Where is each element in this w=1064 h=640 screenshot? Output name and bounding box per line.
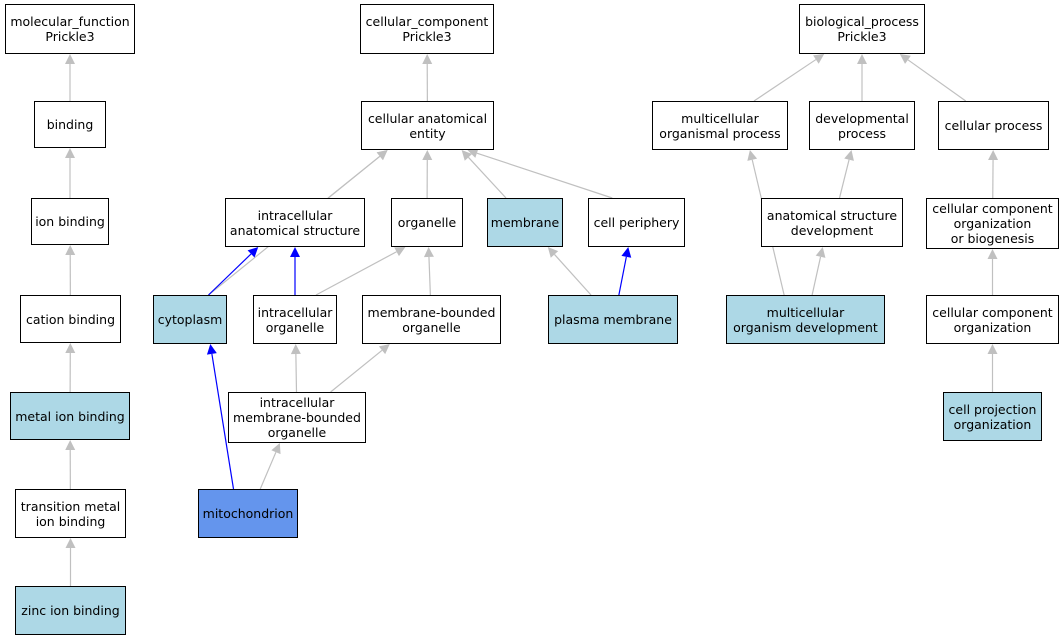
node-cell-projection-organization[interactable]: cell projection organization xyxy=(943,392,1042,441)
arrowhead-anat_structure_dev-to-developmental xyxy=(844,150,854,161)
arrowhead-ion_binding-to-binding xyxy=(65,148,75,158)
node-transition-metal-ion-binding[interactable]: transition metal ion binding xyxy=(15,489,126,538)
edge-intracell_mb_organelle-to-membrane_bounded xyxy=(330,349,383,393)
arrowhead-multicell_organismal-to-bp_root xyxy=(813,54,825,64)
arrowhead-cellular_process-to-bp_root xyxy=(899,54,911,64)
edge-mitochondrion-to-cytoplasm xyxy=(211,353,235,490)
node-cellular-process[interactable]: cellular process xyxy=(938,101,1049,150)
arrowhead-cation_binding-to-ion_binding xyxy=(65,245,76,256)
arrowhead-cytoplasm-to-intracell_anat xyxy=(247,247,259,258)
arrowhead-membrane-to-cell_anat_entity xyxy=(461,150,473,161)
edge-multicell_organismal-to-bp_root xyxy=(753,59,817,102)
node-cation-binding[interactable]: cation binding xyxy=(20,295,121,343)
node-intracellular-anatomical-structure[interactable]: intracellular anatomical structure xyxy=(225,198,365,247)
arrowhead-cell_anat_entity-to-cc_root xyxy=(422,54,433,65)
node-plasma-membrane[interactable]: plasma membrane xyxy=(548,295,678,344)
arrowhead-mitochondrion-to-cytoplasm xyxy=(206,344,217,355)
node-multicellular-organism-development[interactable]: multicellular organism development xyxy=(726,295,885,344)
edge-cytoplasm-to-intracell_anat xyxy=(208,253,252,296)
arrowhead-organelle-to-cell_anat_entity xyxy=(422,150,433,161)
arrowhead-multicell_organism_dev-to-multicell_organismal xyxy=(747,150,758,161)
arrowhead-cc_org_biogenesis-to-cellular_process xyxy=(988,150,999,161)
node-intracellular-organelle[interactable]: intracellular organelle xyxy=(253,295,337,344)
arrowhead-cc_organization-to-cc_org_biogenesis xyxy=(987,249,998,259)
arrowhead-intracell_organelle-to-intracell_anat xyxy=(290,247,300,257)
node-cell-periphery[interactable]: cell periphery xyxy=(588,198,685,247)
node-cellular-component-root[interactable]: cellular_component Prickle3 xyxy=(360,4,494,54)
arrowhead-intracell_mb_organelle-to-membrane_bounded xyxy=(378,344,390,355)
edge-intracell_anat-to-cell_anat_entity xyxy=(327,155,381,199)
node-anatomical-structure-development[interactable]: anatomical structure development xyxy=(761,198,903,247)
node-cellular-component-organization-or-biogenesis[interactable]: cellular component organization or bioge… xyxy=(926,198,1059,249)
node-organelle[interactable]: organelle xyxy=(391,198,463,247)
edge-plasma_membrane-to-cell_periphery xyxy=(618,256,627,296)
edge-intracell_organelle-to-organelle xyxy=(315,251,397,296)
node-membrane-bounded-organelle[interactable]: membrane-bounded organelle xyxy=(362,295,501,344)
edge-mitochondrion-to-intracell_mb_organelle xyxy=(259,451,277,490)
node-developmental-process[interactable]: developmental process xyxy=(809,101,915,150)
arrowhead-cell_projection_org-to-cc_organization xyxy=(987,344,998,354)
node-cellular-component-organization[interactable]: cellular component organization xyxy=(926,295,1059,344)
arrowhead-mitochondrion-to-intracell_mb_organelle xyxy=(271,443,281,455)
node-ion-binding[interactable]: ion binding xyxy=(31,198,109,245)
node-biological-process-root[interactable]: biological_process Prickle3 xyxy=(799,4,925,54)
arrowhead-binding-to-mf_root xyxy=(65,54,75,64)
node-multicellular-organismal-process[interactable]: multicellular organismal process xyxy=(652,101,788,150)
arrowhead-multicell_organism_dev-to-anat_structure_dev xyxy=(815,247,826,258)
arrowhead-metal_ion_binding-to-cation_binding xyxy=(65,343,76,354)
node-cytoplasm[interactable]: cytoplasm xyxy=(153,295,227,344)
edge-cell_periphery-to-cell_anat_entity xyxy=(476,152,613,199)
arrowhead-plasma_membrane-to-cell_periphery xyxy=(621,247,632,258)
edge-membrane_bounded-to-organelle xyxy=(428,256,431,296)
node-metal-ion-binding[interactable]: metal ion binding xyxy=(10,392,130,440)
edge-membrane-to-cell_anat_entity xyxy=(467,156,507,199)
arrowhead-intracell_mb_organelle-to-intracell_organelle xyxy=(290,344,301,355)
arrowhead-cell_periphery-to-cell_anat_entity xyxy=(467,148,479,158)
node-membrane[interactable]: membrane xyxy=(487,198,563,247)
arrowhead-intracell_organelle-to-organelle xyxy=(394,247,406,257)
edge-cellular_process-to-bp_root xyxy=(907,59,967,102)
node-zinc-ion-binding[interactable]: zinc ion binding xyxy=(15,586,126,635)
node-binding[interactable]: binding xyxy=(34,101,106,148)
arrowhead-zinc_ion_binding-to-transition_metal xyxy=(65,538,76,548)
arrowhead-intracell_anat-to-cell_anat_entity xyxy=(376,150,388,161)
node-mitochondrion[interactable]: mitochondrion xyxy=(198,489,298,538)
node-intracellular-membrane-bounded-organelle[interactable]: intracellular membrane-bounded organelle xyxy=(228,392,366,443)
arrowhead-transition_metal-to-metal_ion_binding xyxy=(65,440,76,451)
arrowhead-developmental-to-bp_root xyxy=(857,54,867,64)
node-cellular-anatomical-entity[interactable]: cellular anatomical entity xyxy=(361,101,494,150)
edge-multicell_organism_dev-to-anat_structure_dev xyxy=(811,256,822,296)
arrowhead-plasma_membrane-to-membrane xyxy=(547,247,559,258)
edge-plasma_membrane-to-membrane xyxy=(554,254,592,296)
edge-intracell_mb_organelle-to-intracell_organelle xyxy=(295,353,298,393)
arrowhead-membrane_bounded-to-organelle xyxy=(423,247,434,258)
node-molecular-function-root[interactable]: molecular_function Prickle3 xyxy=(5,4,135,54)
edge-anat_structure_dev-to-developmental xyxy=(838,159,850,199)
